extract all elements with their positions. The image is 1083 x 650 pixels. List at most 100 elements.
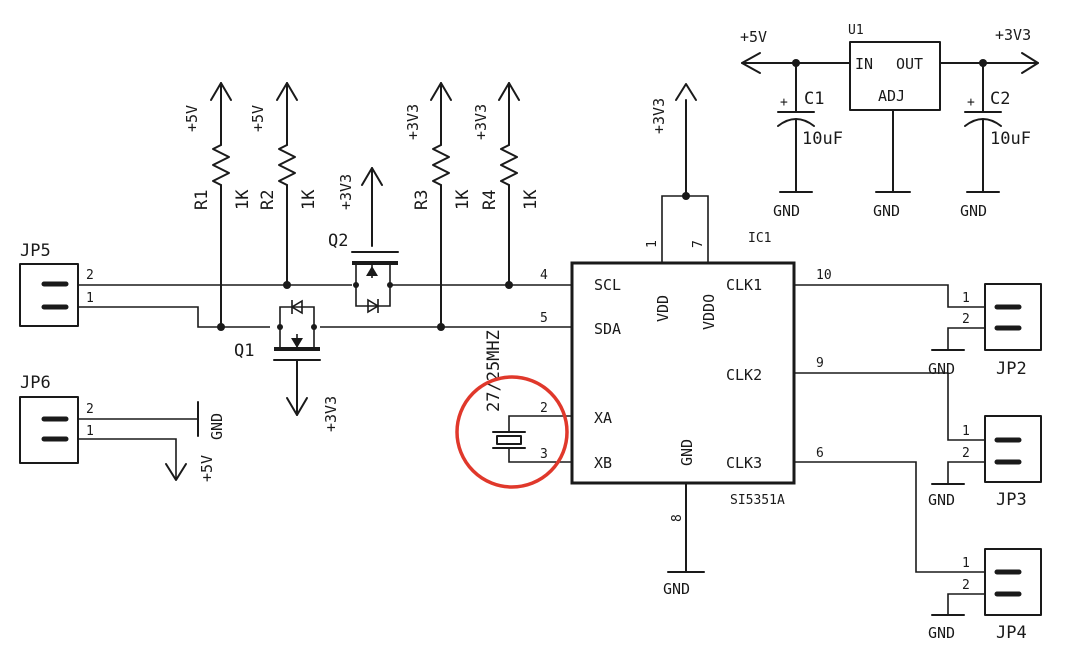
- gnd-label-c2: GND: [960, 202, 987, 220]
- jp2-body: [984, 283, 1042, 351]
- crystal-freq: 27/25MHZ: [484, 330, 504, 412]
- c1-ref: C1: [804, 89, 824, 109]
- ic-pin-xb: XB: [594, 454, 612, 472]
- u1-in-label: IN: [855, 55, 873, 73]
- ic-pin-scl: SCL: [594, 276, 621, 294]
- ic-pin-scl-number: 4: [540, 268, 548, 283]
- ic-ref: IC1: [748, 231, 771, 246]
- crystal: 27/25MHZ 2 3: [484, 330, 572, 463]
- q1-mosfet: Q1 +3V3: [234, 299, 340, 432]
- jp3-connector: 1 2 JP3: [962, 415, 1042, 510]
- ic-pin-vdd-number: 1: [645, 240, 660, 248]
- jp5-pin2: 2: [86, 268, 94, 283]
- r1-value: 1K: [233, 189, 253, 210]
- v5-label-reg: +5V: [740, 28, 767, 46]
- ic-pin-xa-number: 2: [540, 401, 548, 416]
- r1-ref: R1: [192, 190, 212, 210]
- r2-rail-label: +5V: [249, 105, 267, 132]
- r2-resistor: +5V R2 1K: [249, 82, 319, 286]
- v3-arrow-right: [1021, 52, 1039, 74]
- r1-rail-label: +5V: [183, 105, 201, 132]
- sda-wire: [78, 306, 270, 328]
- ic-pin-clk2: CLK2: [726, 366, 762, 384]
- v5-arrow-down: [165, 463, 187, 481]
- clk1-wire: [794, 284, 985, 308]
- q2-rail-label: +3V3: [337, 174, 355, 210]
- svg-text:+: +: [780, 95, 788, 110]
- jp6-gnd-label: GND: [208, 413, 226, 440]
- gnd-label-ic: GND: [663, 580, 690, 598]
- jp3-body: [984, 415, 1042, 483]
- clk3-wire: [794, 461, 985, 573]
- jp2-pin2: 2: [962, 312, 970, 327]
- v3-arrow: [361, 167, 383, 186]
- u1-box: [849, 41, 941, 111]
- jp6-ref: JP6: [20, 373, 51, 393]
- ic-pin-vddo: VDDO: [700, 294, 718, 330]
- highlight-circle: [455, 375, 569, 489]
- v3-arrow-down: [286, 397, 308, 416]
- ic-part-number: SI5351A: [730, 493, 785, 508]
- gnd-label-jp4: GND: [928, 624, 955, 642]
- gnd-label-u1: GND: [873, 202, 900, 220]
- v5-arrow: [210, 82, 232, 101]
- r3-rail-label: +3V3: [404, 104, 422, 140]
- ic-pin-clk3-number: 6: [816, 446, 824, 461]
- regulator-section: +5V + C1 10uF GND U1 IN OUT ADJ GND +3V3…: [740, 23, 1039, 220]
- gnd-label-c1: GND: [773, 202, 800, 220]
- r3-ref: R3: [412, 190, 432, 210]
- jp4-pin1: 1: [962, 556, 970, 571]
- r4-ref: R4: [480, 190, 500, 210]
- ic-pin-xa: XA: [594, 409, 612, 427]
- ic-pin-clk1: CLK1: [726, 276, 762, 294]
- jp6-body: [19, 396, 79, 464]
- ic-pin-sda-number: 5: [540, 311, 548, 326]
- q1-rail-label: +3V3: [322, 396, 340, 432]
- svg-text:+: +: [967, 95, 975, 110]
- ic-pin-clk1-number: 10: [816, 268, 832, 283]
- r4-value: 1K: [521, 189, 541, 210]
- jp6-connector: JP6 2 1 GND +5V: [19, 373, 226, 482]
- c2-value: 10uF: [990, 129, 1031, 149]
- jp4-connector: 1 2 JP4: [962, 548, 1042, 643]
- r3-value: 1K: [453, 189, 473, 210]
- jp5-pin1: 1: [86, 291, 94, 306]
- ic-pin-vdd: VDD: [654, 295, 672, 322]
- r4-resistor: +3V3 R4 1K: [472, 82, 541, 286]
- jp3-pin2: 2: [962, 446, 970, 461]
- v5-arrow: [276, 82, 298, 101]
- u1-adj-label: ADJ: [878, 87, 905, 105]
- v3-arrow: [498, 82, 520, 101]
- jp3-pin1: 1: [962, 424, 970, 439]
- ic-pin-clk3: CLK3: [726, 454, 762, 472]
- r3-resistor: +3V3 R3 1K: [404, 82, 473, 328]
- jp4-body: [984, 548, 1042, 616]
- q2-mosfet: +3V3 Q2: [328, 167, 399, 314]
- r2-ref: R2: [258, 190, 278, 210]
- q1-ref: Q1: [234, 341, 254, 361]
- u1-ref: U1: [848, 23, 864, 38]
- jp6-v5-label: +5V: [198, 455, 216, 482]
- gnd-label-jp3: GND: [928, 491, 955, 509]
- c1-value: 10uF: [802, 129, 843, 149]
- ic-pin-gnd-number: 8: [670, 514, 685, 522]
- c2-ref: C2: [990, 89, 1010, 109]
- jp2-pin1: 1: [962, 291, 970, 306]
- v3-arrow: [430, 82, 452, 101]
- v3-label-reg: +3V3: [995, 26, 1031, 44]
- clk2-wire: [794, 372, 985, 441]
- jp4-pin2: 2: [962, 578, 970, 593]
- u1-out-label: OUT: [896, 55, 923, 73]
- jp2-ref: JP2: [996, 359, 1027, 379]
- gnd-label-jp2: GND: [928, 360, 955, 378]
- ic-pin-gnd: GND: [678, 439, 696, 466]
- ic1-chip: +3V3 1 7 IC1 SCL SDA XA XB VDD VDDO GND …: [570, 83, 796, 598]
- jp3-ref: JP3: [996, 490, 1027, 510]
- r4-rail-label: +3V3: [472, 104, 490, 140]
- r2-value: 1K: [299, 189, 319, 210]
- jp6-pin1: 1: [86, 424, 94, 439]
- ic-vdd-rail-label: +3V3: [650, 98, 668, 134]
- jp5-connector: JP5 2 1: [19, 241, 94, 327]
- q2-ref: Q2: [328, 231, 348, 251]
- jp4-ref: JP4: [996, 623, 1027, 643]
